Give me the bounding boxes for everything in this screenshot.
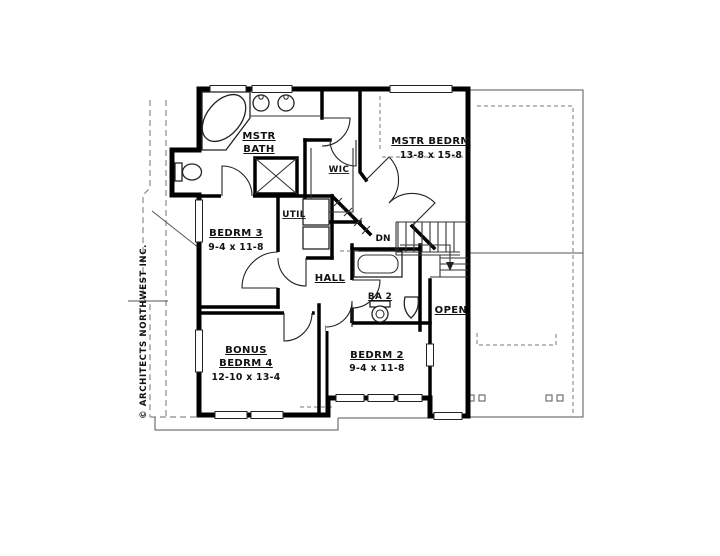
bonus-door [283, 312, 313, 342]
label-bonus-1: BONUS [225, 345, 267, 356]
util-fixtures [302, 198, 330, 250]
label-mstr-bath-1: MSTR [242, 131, 275, 142]
windows [195, 85, 463, 420]
bedrm3-door [241, 251, 279, 289]
sink-right [277, 94, 295, 112]
ba2-sink [403, 296, 419, 319]
mstr-double-door-left [365, 156, 400, 204]
ba2-toilet-bowl [371, 305, 389, 323]
closet-rod [310, 148, 354, 213]
ba2-door [351, 279, 381, 309]
label-mstr-bedrm: MSTR BEDRM [391, 136, 471, 147]
roof-outline-left [128, 100, 200, 418]
copyright-text: © ARCHITECTS NORTHWEST INC. [139, 244, 149, 419]
stair-run-line [400, 244, 451, 263]
label-ba2: BA 2 [368, 292, 392, 302]
ba2-tub-inner [357, 254, 399, 274]
ba2-fixtures [353, 250, 419, 323]
dims-mstr-bedrm: 13-8 x 15-8 [400, 150, 462, 161]
wic-door [329, 139, 357, 167]
mstr-bath-door [221, 165, 253, 197]
label-bonus-2: BEDRM 4 [219, 358, 273, 369]
util-door [277, 257, 307, 287]
label-wic: WIC [329, 165, 350, 175]
lower-floor-outline-right [468, 89, 584, 418]
door-openings [221, 192, 356, 331]
label-util: UTIL [282, 210, 306, 220]
oval-tub [201, 93, 247, 143]
room-labels: MSTR BATH WIC MSTR BEDRM 13-8 x 15-8 BED… [208, 131, 471, 383]
wic-fixtures [310, 148, 354, 213]
dims-bonus: 12-10 x 13-4 [211, 372, 280, 383]
lower-floor-outline-bottom [154, 406, 470, 431]
washer [302, 198, 330, 226]
label-open: OPEN [435, 305, 468, 316]
ceiling-lines [379, 96, 466, 158]
dims-bedrm2: 9-4 x 11-8 [349, 363, 405, 374]
down-arrow [446, 262, 454, 271]
toilet-tank [174, 162, 183, 182]
mstr-double-door-right [388, 192, 436, 227]
label-hall: HALL [315, 273, 346, 284]
post-markers [467, 394, 564, 402]
label-mstr-bath-2: BATH [243, 144, 274, 155]
sink-left [252, 94, 270, 112]
label-bedrm3: BEDRM 3 [209, 228, 263, 239]
toilet-bowl [181, 163, 203, 181]
stairs [340, 221, 468, 278]
mstr-bath-fixtures [174, 91, 320, 182]
exterior-walls [169, 86, 471, 419]
dims-bedrm3: 9-4 x 11-8 [208, 242, 264, 253]
doors [221, 117, 436, 342]
label-dn: DN [375, 234, 390, 244]
vestibule-door [321, 117, 351, 147]
bedrm2-door [325, 300, 353, 328]
dryer [302, 226, 330, 250]
label-bedrm2: BEDRM 2 [350, 350, 404, 361]
